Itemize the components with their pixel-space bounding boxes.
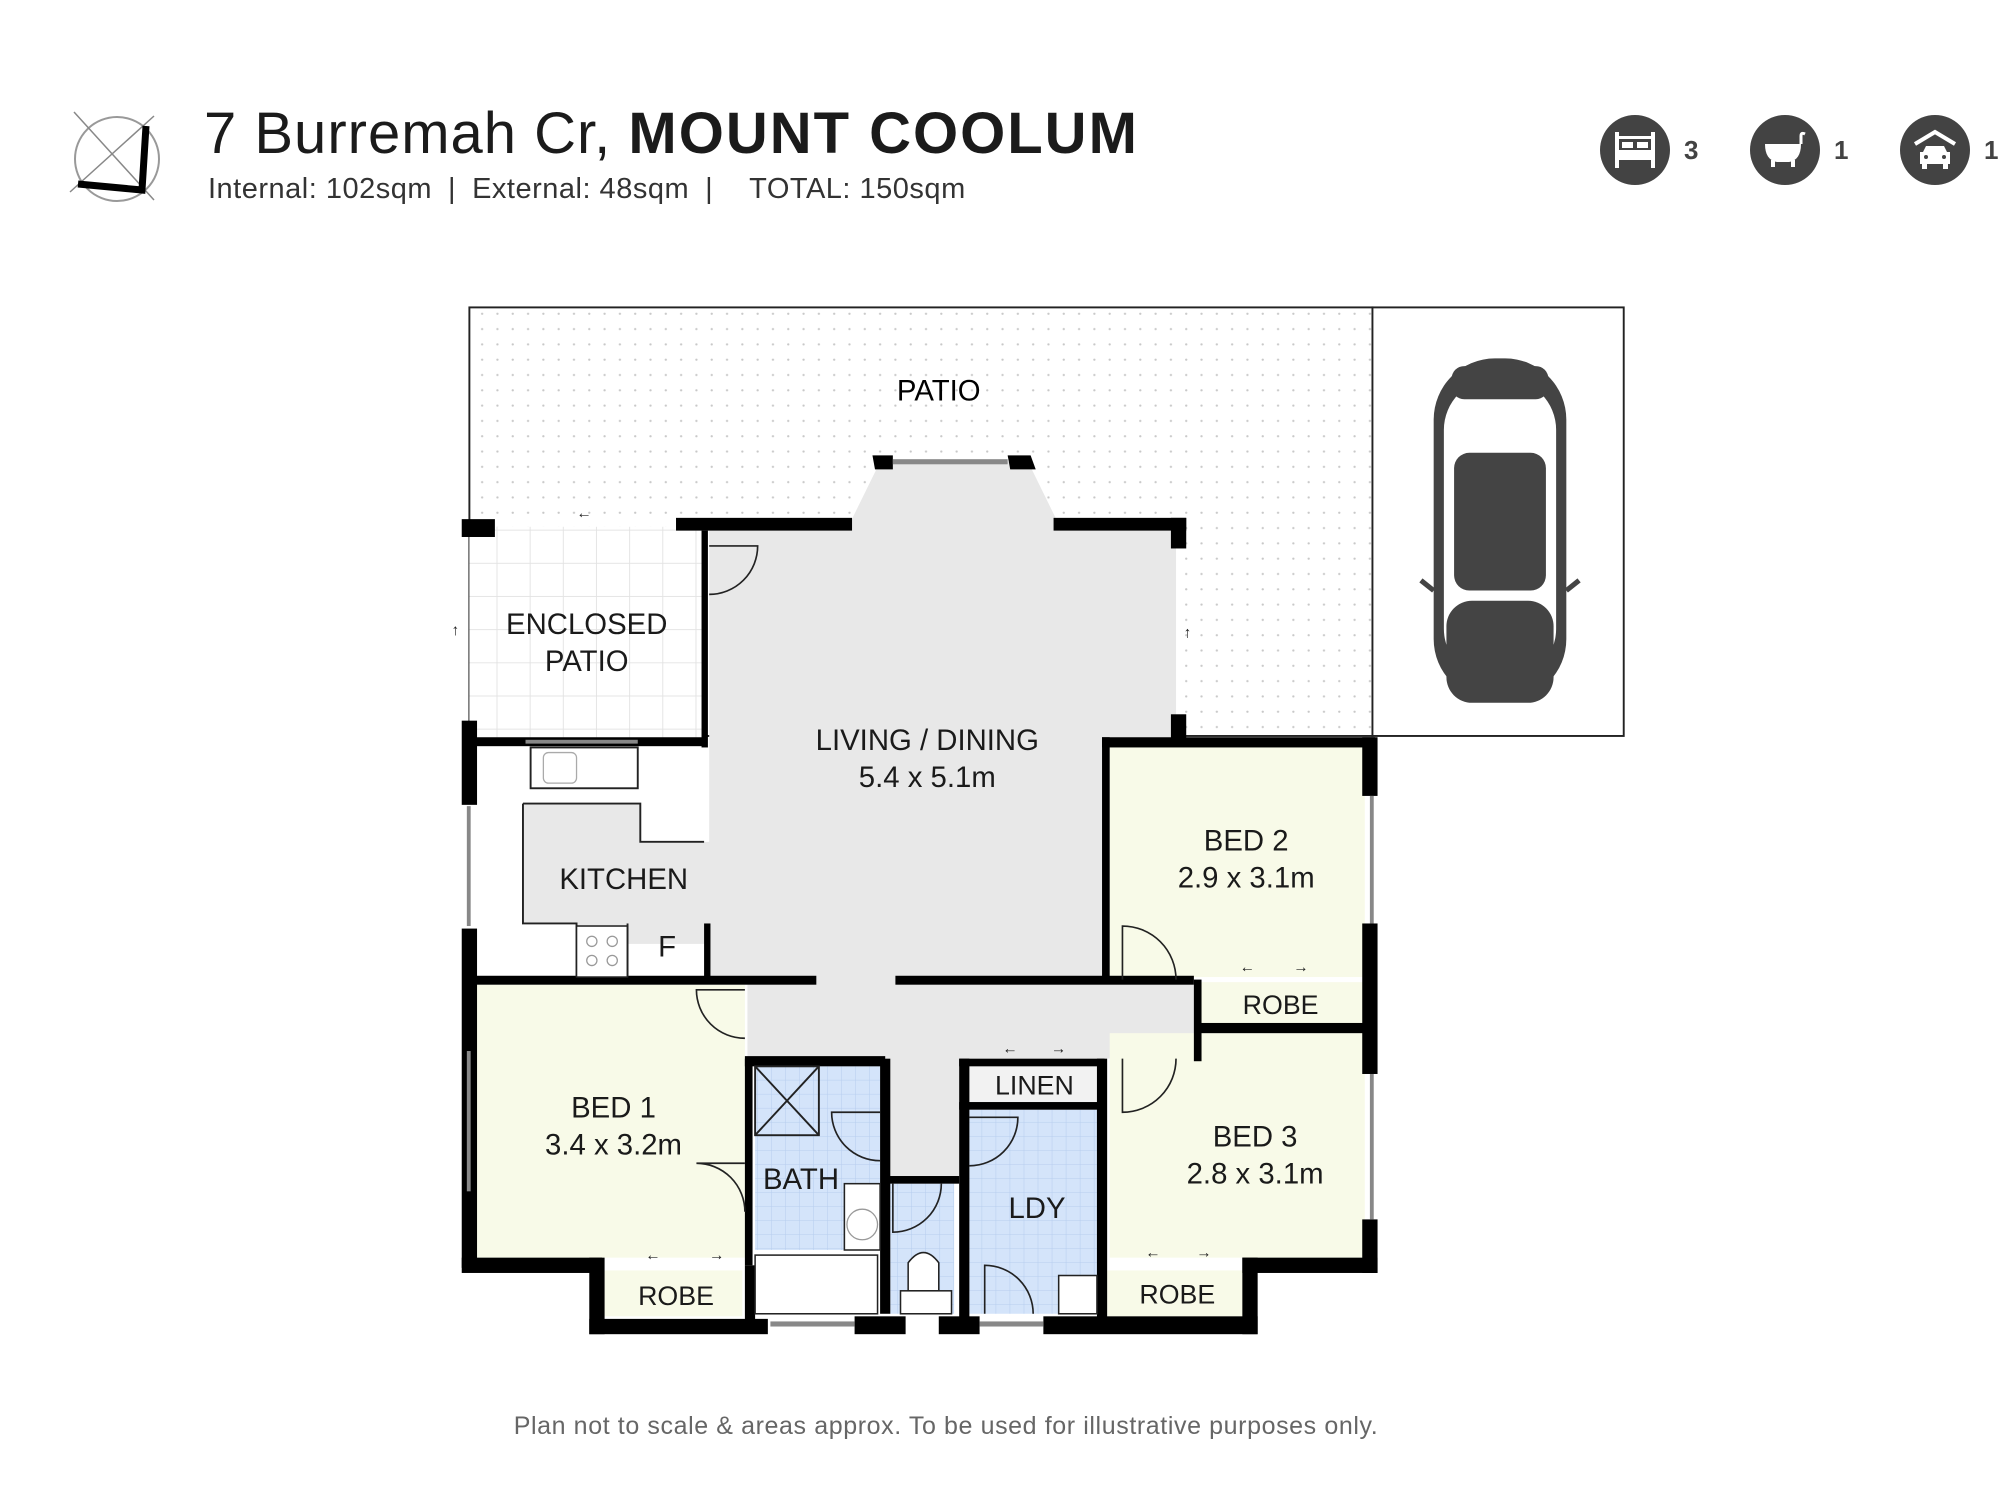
separator: | xyxy=(448,173,457,205)
internal-area: Internal: 102sqm xyxy=(208,173,433,205)
living-dining-area xyxy=(522,461,1197,1177)
feature-bathrooms: 1 xyxy=(1750,115,1874,185)
robe1-area xyxy=(604,1270,743,1317)
svg-text:←: ← xyxy=(1003,1041,1018,1058)
total-area: TOTAL: 150sqm xyxy=(749,173,966,205)
svg-text:←: ← xyxy=(645,1247,660,1264)
enclosed-patio-area xyxy=(469,526,705,742)
fridge-label: F xyxy=(658,931,676,964)
room-label-enclosed-patio-2: PATIO xyxy=(545,645,629,678)
bed1-area xyxy=(474,984,745,1258)
room-label-bed1: BED 1 xyxy=(571,1091,656,1124)
garage-car-icon xyxy=(1900,115,1970,185)
area-summary: Internal: 102sqm | External: 48sqm | TOTAL: … xyxy=(208,173,966,206)
room-label-robe3: ROBE xyxy=(1139,1280,1215,1310)
bathroom-count: 1 xyxy=(1834,134,1849,165)
svg-text:→: → xyxy=(1293,959,1308,976)
bathtub xyxy=(754,1254,879,1315)
room-label-living: LIVING / DINING xyxy=(816,724,1039,757)
garage-count: 1 xyxy=(1984,134,1999,165)
kitchen-sink-bench xyxy=(529,746,639,790)
shower-icon xyxy=(754,1065,820,1137)
svg-text:←: ← xyxy=(577,505,592,522)
separator: | xyxy=(705,173,714,205)
street-address: 7 Burremah Cr, xyxy=(204,101,612,166)
cooktop-icon xyxy=(575,925,629,978)
room-label-robe2: ROBE xyxy=(1243,990,1319,1020)
svg-text:→: → xyxy=(1051,1041,1066,1058)
room-label-linen: LINEN xyxy=(995,1070,1074,1100)
room-label-bed3: BED 3 xyxy=(1213,1121,1298,1154)
svg-text:→: → xyxy=(709,1247,724,1264)
external-area: External: 48sqm xyxy=(472,173,690,205)
room-size-bed2: 2.9 x 3.1m xyxy=(1178,862,1315,895)
kitchen-bench xyxy=(522,802,705,843)
feature-bedrooms: 3 xyxy=(1600,115,1724,185)
room-label-ldy: LDY xyxy=(1008,1192,1065,1225)
bath-icon xyxy=(1750,115,1820,185)
room-size-living: 5.4 x 5.1m xyxy=(859,761,996,794)
north-compass-icon xyxy=(69,111,160,202)
robe2-area xyxy=(1198,982,1365,1029)
svg-text:←: ← xyxy=(1240,959,1255,976)
bed2-area xyxy=(1109,744,1365,978)
svg-text:→: → xyxy=(1196,1245,1211,1262)
property-address: 7 Burremah Cr, MOUNT COOLUM xyxy=(204,100,1139,167)
bed3-area xyxy=(1109,1033,1365,1258)
room-label-kitchen: KITCHEN xyxy=(559,863,688,896)
disclaimer-text: Plan not to scale & areas approx. To be … xyxy=(513,1412,1379,1440)
room-label-bath: BATH xyxy=(763,1163,839,1196)
toilet-icon xyxy=(907,1251,940,1292)
laundry-tub xyxy=(1057,1274,1098,1315)
room-label-patio: PATIO xyxy=(897,375,981,408)
car-icon xyxy=(1419,358,1581,703)
windows xyxy=(466,459,1374,1327)
bed-icon xyxy=(1600,115,1670,185)
bedroom-count: 3 xyxy=(1684,134,1699,165)
room-label-enclosed-patio-1: ENCLOSED xyxy=(506,608,667,641)
sliding-door-arrows: ← ↑ ↑ ← → ← → ← → ← → xyxy=(452,505,1309,1264)
room-size-bed1: 3.4 x 3.2m xyxy=(545,1128,682,1161)
room-label-bed2: BED 2 xyxy=(1204,825,1289,858)
robe3-area xyxy=(1107,1270,1245,1317)
property-features: 3 1 1 xyxy=(1600,112,2000,188)
room-label-bed3-size: 2.8 x 3.1m xyxy=(1187,1158,1324,1191)
svg-text:↑: ↑ xyxy=(452,622,460,639)
linen-area xyxy=(969,1066,1097,1103)
feature-garage: 1 xyxy=(1900,115,2000,185)
svg-text:←: ← xyxy=(1145,1245,1160,1262)
suburb-name: MOUNT COOLUM xyxy=(628,101,1139,166)
room-label-robe1: ROBE xyxy=(638,1281,714,1311)
svg-text:↑: ↑ xyxy=(1184,625,1192,642)
vanity-basin xyxy=(843,1182,881,1251)
door-swings xyxy=(695,545,1177,1314)
